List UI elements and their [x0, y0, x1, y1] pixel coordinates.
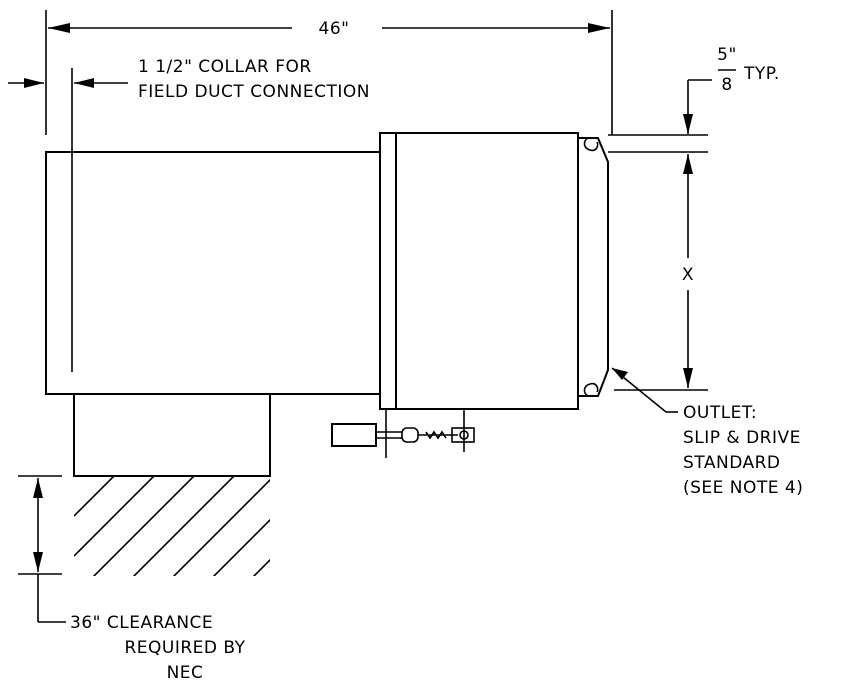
outlet-note-line2: SLIP & DRIVE	[683, 428, 801, 448]
collar-arrowhead-left	[24, 78, 44, 88]
linkage-bracket	[451, 427, 475, 443]
handle-clevis	[401, 427, 419, 443]
typ-denominator: 8	[721, 75, 732, 95]
outlet-note-line3: STANDARD	[683, 453, 781, 473]
pivot-bolt	[459, 430, 469, 440]
collar-label-line2: FIELD DUCT CONNECTION	[138, 82, 370, 102]
inlet-housing	[45, 151, 381, 395]
heater-unit	[45, 132, 609, 477]
control-box	[73, 393, 271, 477]
outlet-height-dimension: X	[614, 154, 708, 391]
outlet-leader-arrowhead	[612, 368, 628, 380]
outlet-note-line1: OUTLET:	[683, 403, 757, 423]
clearance-note-line2: REQUIRED BY	[124, 638, 245, 658]
overall-width-dimension: 46"	[45, 10, 613, 135]
outlet-height-label: X	[682, 265, 694, 285]
clearance-arrowhead-top	[33, 478, 43, 498]
mounting-flange	[379, 132, 397, 410]
arrowhead-left	[48, 23, 70, 33]
handle-grip	[331, 423, 377, 447]
collar-label-line1: 1 1/2" COLLAR FOR	[138, 57, 312, 77]
clearance-zone	[74, 476, 270, 576]
linkage-chain	[425, 430, 447, 440]
overall-width-label: 46"	[319, 19, 350, 39]
clearance-arrowhead-bottom	[33, 552, 43, 572]
outlet-note-line4: (SEE NOTE 4)	[683, 478, 803, 498]
typ-numerator: 5"	[717, 45, 737, 65]
collar-arrowhead-right	[74, 78, 94, 88]
collar-dimension: 1 1/2" COLLAR FOR FIELD DUCT CONNECTION	[8, 57, 370, 372]
slip-drive-hook-top	[583, 137, 599, 152]
clearance-note-line1: 36" CLEARANCE	[70, 613, 213, 633]
arrowhead-right	[588, 23, 610, 33]
x-arrowhead-top	[683, 154, 693, 174]
slip-drive-hook-bottom	[583, 382, 599, 397]
clearance-note-line3: NEC	[167, 663, 204, 680]
fan-housing	[395, 132, 579, 410]
typ-dimension: 5" 8 TYP.	[608, 45, 780, 153]
disconnect-handle	[331, 408, 475, 452]
clearance-hatching	[74, 476, 270, 576]
typ-suffix: TYP.	[743, 64, 780, 84]
x-arrowhead-bottom	[683, 368, 693, 388]
clearance-dimension: 36" CLEARANCE REQUIRED BY NEC	[18, 475, 245, 680]
outlet-collar	[578, 137, 609, 397]
outlet-note: OUTLET: SLIP & DRIVE STANDARD (SEE NOTE …	[611, 367, 803, 498]
typ-arrowhead	[683, 114, 693, 134]
